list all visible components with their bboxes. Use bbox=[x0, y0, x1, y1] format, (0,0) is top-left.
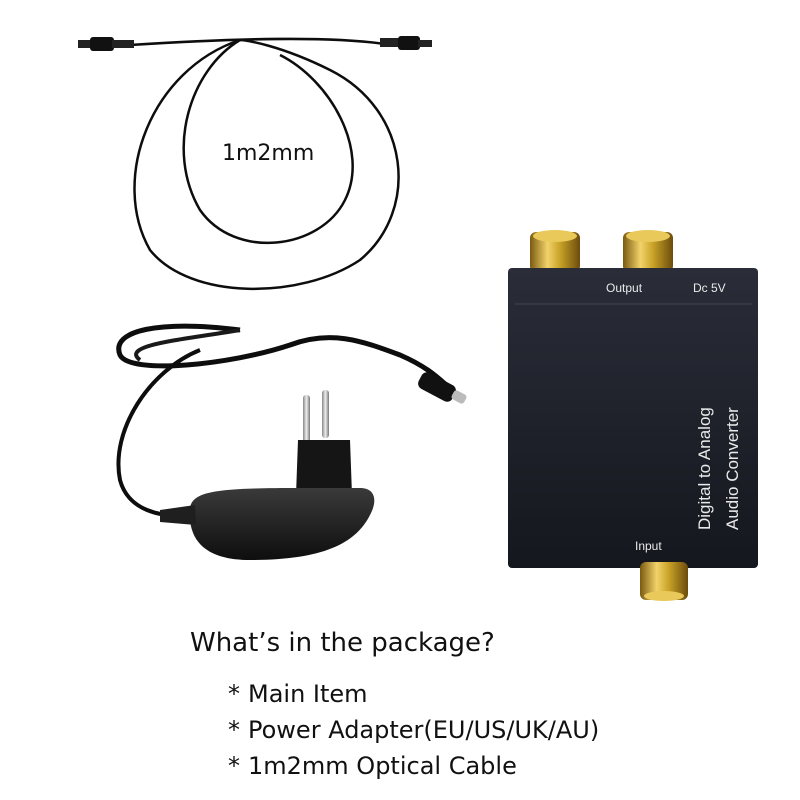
dc-plug bbox=[418, 372, 467, 404]
optical-cable bbox=[129, 37, 400, 290]
device-name-line1: Digital to Analog bbox=[695, 407, 714, 530]
package-item: * Power Adapter(EU/US/UK/AU) bbox=[228, 712, 599, 748]
power-adapter bbox=[116, 323, 467, 560]
bullet-star: * bbox=[228, 680, 240, 708]
cable-length-label: 1m2mm bbox=[222, 141, 315, 166]
device-name-line2: Audio Converter bbox=[723, 407, 742, 530]
package-item: * 1m2mm Optical Cable bbox=[228, 748, 599, 784]
bullet-star: * bbox=[228, 752, 240, 780]
package-item-label: Power Adapter(EU/US/UK/AU) bbox=[248, 716, 600, 744]
bullet-star: * bbox=[228, 716, 240, 744]
package-item-label: 1m2mm Optical Cable bbox=[248, 752, 517, 780]
optical-plug-left bbox=[78, 37, 134, 51]
package-title: What’s in the package? bbox=[190, 628, 495, 658]
input-label: Input bbox=[635, 539, 662, 553]
package-item: * Main Item bbox=[228, 676, 599, 712]
optical-plug-right bbox=[380, 36, 432, 50]
package-contents: What’s in the package? * Main Item * Power… bbox=[190, 628, 599, 784]
output-label: Output bbox=[606, 281, 643, 295]
power-label: Dc 5V bbox=[693, 281, 726, 295]
package-item-label: Main Item bbox=[248, 680, 368, 708]
dac-converter: Output Dc 5V Input Digital to Analog Aud… bbox=[508, 230, 758, 601]
package-list: * Main Item * Power Adapter(EU/US/UK/AU) *… bbox=[190, 676, 599, 784]
